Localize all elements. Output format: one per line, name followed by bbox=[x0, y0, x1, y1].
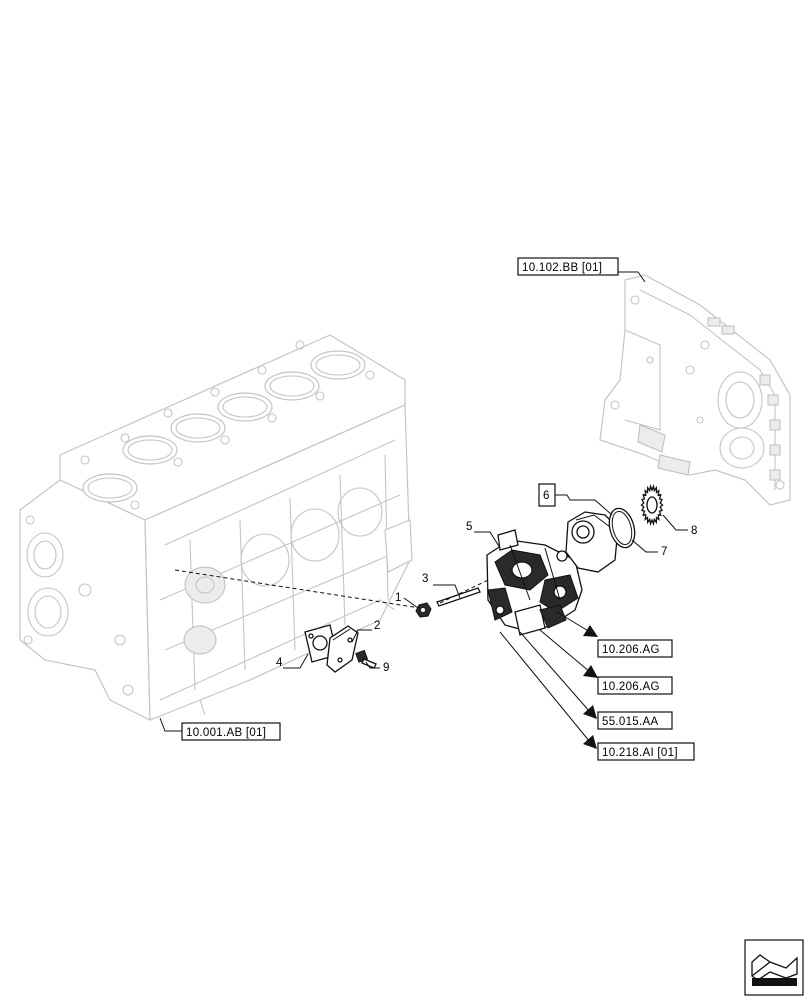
ref-engine-block-label: 10.001.AB [01] bbox=[186, 727, 266, 739]
part-2-cover-plate bbox=[326, 625, 359, 673]
ref-timing-cover-label: 10.102.BB [01] bbox=[522, 262, 602, 274]
ref-d-label: 10.218.AI [01] bbox=[602, 747, 678, 759]
part-9-bolt bbox=[355, 649, 377, 669]
callout-9: 9 bbox=[383, 662, 389, 674]
ref-b-label: 10.206.AG bbox=[602, 681, 660, 693]
part-6-flange bbox=[565, 511, 619, 573]
callout-6: 6 bbox=[543, 490, 549, 502]
part-8-gear bbox=[640, 483, 664, 527]
callout-4: 4 bbox=[276, 657, 283, 669]
callout-8: 8 bbox=[691, 525, 697, 537]
reference-arrows bbox=[499, 611, 598, 749]
next-page-arrow-icon[interactable] bbox=[744, 939, 804, 996]
ref-b[interactable]: 10.206.AG bbox=[597, 676, 673, 695]
ref-c-label: 55.015.AA bbox=[602, 716, 658, 728]
ref-c[interactable]: 55.015.AA bbox=[597, 711, 673, 730]
timing-cover-ghost bbox=[599, 274, 791, 506]
ref-d[interactable]: 10.218.AI [01] bbox=[597, 742, 695, 761]
ref-timing-cover[interactable]: 10.102.BB [01] bbox=[517, 257, 619, 276]
callout-5: 5 bbox=[466, 521, 472, 533]
part-7-o-ring bbox=[608, 507, 636, 549]
callout-1: 1 bbox=[395, 592, 401, 604]
callout-6-box: 6 bbox=[538, 483, 556, 507]
engine-block-ghost bbox=[19, 334, 413, 721]
callout-7: 7 bbox=[661, 546, 667, 558]
callout-2: 2 bbox=[374, 620, 380, 632]
part-1-nut bbox=[415, 602, 432, 618]
part-5-high-pressure-pump bbox=[486, 529, 583, 636]
callout-3: 3 bbox=[422, 573, 428, 585]
gear-hub bbox=[646, 496, 658, 514]
ref-a[interactable]: 10.206.AG bbox=[597, 639, 673, 658]
ref-engine-block[interactable]: 10.001.AB [01] bbox=[181, 722, 281, 741]
leader-lines bbox=[159, 271, 688, 732]
part-3-stud bbox=[436, 587, 481, 607]
ref-a-label: 10.206.AG bbox=[602, 644, 660, 656]
